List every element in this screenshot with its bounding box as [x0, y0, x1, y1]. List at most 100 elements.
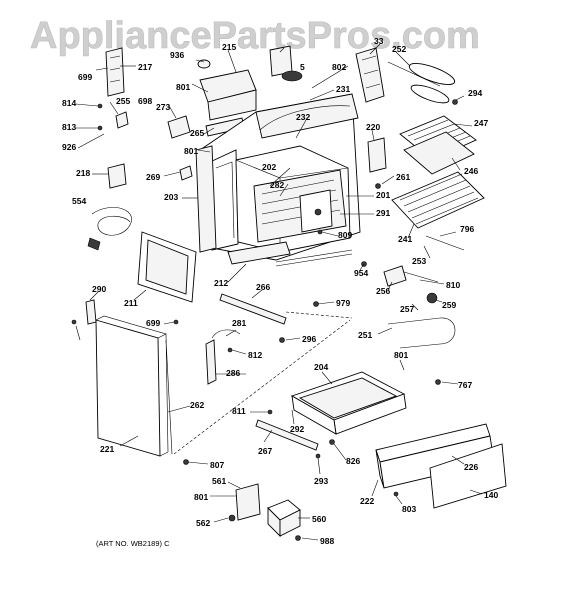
- callout-266: 266: [256, 282, 270, 292]
- screw-826: [329, 439, 335, 445]
- callout-257: 257: [400, 304, 414, 314]
- callout-809: 809: [338, 230, 352, 240]
- foot-936: [197, 59, 211, 69]
- callout-292: 292: [290, 424, 304, 434]
- clip-269: [179, 165, 193, 181]
- callout-988: 988: [320, 536, 334, 546]
- vent-220: [367, 137, 387, 173]
- bottom-trim-212: [227, 241, 353, 267]
- drawer-front-140: [429, 443, 507, 509]
- callout-218: 218: [76, 168, 90, 178]
- broiler-pan-246: [403, 131, 475, 175]
- drawer-body-204: [290, 371, 407, 435]
- callout-812: 812: [248, 350, 262, 360]
- bracket-273: [167, 115, 191, 139]
- screw-296: [279, 337, 285, 343]
- panel-33: [355, 47, 385, 103]
- callout-561: 561: [212, 476, 226, 486]
- callout-954: 954: [354, 268, 368, 278]
- screw-979: [313, 301, 319, 307]
- drawer-panel-226: [375, 423, 495, 489]
- callout-269: 269: [146, 172, 160, 182]
- callout-826: 826: [346, 456, 360, 466]
- callout-231: 231: [336, 84, 350, 94]
- screw-988: [295, 535, 301, 541]
- hinge-rail-266: [219, 293, 287, 325]
- callout-267: 267: [258, 446, 272, 456]
- callout-211: 211: [124, 298, 138, 308]
- bracket-217: [105, 47, 125, 97]
- callout-232: 232: [296, 112, 310, 122]
- leader-line: [285, 311, 353, 319]
- callout-801-mid: 801: [184, 146, 198, 156]
- thermostat-256: [383, 265, 407, 287]
- watermark-text: AppliancePartsPros.com: [30, 15, 480, 57]
- callout-246: 246: [464, 166, 478, 176]
- knob-259: [426, 292, 438, 304]
- callout-212: 212: [214, 278, 228, 288]
- screw-294: [452, 99, 458, 105]
- screw-812: [227, 347, 233, 353]
- callout-699-mid: 699: [146, 318, 160, 328]
- callout-262: 262: [190, 400, 204, 410]
- callout-259: 259: [442, 300, 456, 310]
- callout-5: 5: [300, 62, 305, 72]
- callout-814: 814: [62, 98, 76, 108]
- callout-282: 282: [270, 180, 284, 190]
- screw-811: [267, 409, 273, 415]
- oven-rack-241: [391, 171, 485, 229]
- callout-802: 802: [332, 62, 346, 72]
- callout-290: 290: [92, 284, 106, 294]
- callout-203: 203: [164, 192, 178, 202]
- art-number: (ART NO. WB2189) C: [96, 539, 170, 548]
- callout-281: 281: [232, 318, 246, 328]
- callout-801-bottom: 801: [194, 492, 208, 502]
- callout-261: 261: [396, 172, 410, 182]
- screw-293: [315, 453, 321, 459]
- callout-767: 767: [458, 380, 472, 390]
- callout-226: 226: [464, 462, 478, 472]
- callout-222: 222: [360, 496, 374, 506]
- callout-803: 803: [402, 504, 416, 514]
- screw-767: [435, 379, 441, 385]
- screw-699-left: [71, 319, 77, 325]
- callout-562: 562: [196, 518, 210, 528]
- leader-lines: [75, 43, 483, 541]
- sensor-796: [425, 235, 465, 251]
- callout-33: 33: [374, 36, 384, 46]
- bracket-561: [235, 483, 261, 521]
- callout-273: 273: [156, 102, 170, 112]
- callout-810: 810: [446, 280, 460, 290]
- callout-251: 251: [358, 330, 372, 340]
- callout-220: 220: [366, 122, 380, 132]
- callout-699: 699: [78, 72, 92, 82]
- callout-286: 286: [226, 368, 240, 378]
- callout-554: 554: [72, 196, 86, 206]
- screw-803: [393, 491, 399, 497]
- side-trim-290: [85, 299, 97, 325]
- harness-281: [211, 329, 241, 339]
- clip-562: [228, 514, 236, 522]
- clip-255: [115, 111, 129, 129]
- bake-element-251: [387, 317, 456, 349]
- callout-293: 293: [314, 476, 328, 486]
- callout-979: 979: [336, 298, 350, 308]
- outer-door-221: [95, 315, 169, 457]
- lamp-286: [205, 339, 217, 385]
- callout-241: 241: [398, 234, 412, 244]
- igniter-5: [281, 70, 303, 82]
- callout-204: 204: [314, 362, 328, 372]
- callout-140: 140: [484, 490, 498, 500]
- callout-252: 252: [392, 44, 406, 54]
- screw-699-lower: [173, 319, 179, 325]
- callout-801-right: 801: [394, 350, 408, 360]
- duct-215: [199, 69, 257, 121]
- callout-202: 202: [262, 162, 276, 172]
- screw-809: [317, 229, 323, 235]
- screw-813: [97, 125, 103, 131]
- screw-807: [183, 459, 189, 465]
- callout-215: 215: [222, 42, 236, 52]
- callout-296: 296: [302, 334, 316, 344]
- callout-256: 256: [376, 286, 390, 296]
